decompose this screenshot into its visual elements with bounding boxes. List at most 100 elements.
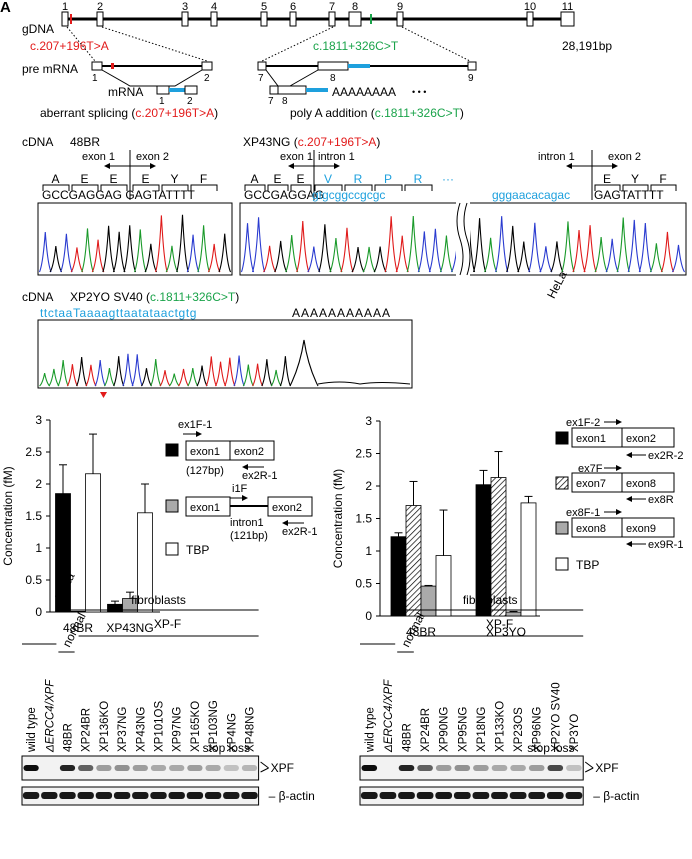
aa-aa-left-2: E: [109, 172, 117, 186]
exon-box-3: [181, 11, 189, 27]
actin-band: [204, 792, 222, 799]
chart1-bp1: (127bp): [186, 465, 224, 477]
chrom-peak: [214, 361, 227, 387]
chrom-peak: [251, 217, 266, 273]
actin-band: [435, 792, 453, 799]
cdna1-left-exon2: exon 2: [136, 151, 169, 163]
gdna-length: 28,191bp: [562, 39, 612, 53]
aa-aa-right-2: P: [384, 172, 392, 186]
chrom-peak: [484, 237, 498, 273]
polya-caption: poly A addition (c.1811+326C>T): [290, 106, 464, 120]
chrom-peak: [594, 236, 608, 273]
chart1-legend-swatch-tbp: [165, 542, 179, 556]
chrom-peak: [252, 363, 264, 387]
cdna1-seq-right-black: GCCGAGGAG: [244, 188, 324, 202]
chrom-peak: [122, 353, 134, 387]
chrom-peak: [318, 224, 332, 273]
actin-band: [77, 792, 94, 799]
blot-actin-label: – β-actin: [593, 789, 639, 803]
chart1-legend-swatch-2: [165, 499, 179, 513]
exon-box-2: [96, 11, 104, 27]
bar: [520, 502, 537, 617]
xpf-band: [435, 765, 452, 771]
y-tick-label: 0.5: [355, 577, 372, 591]
bar: [435, 555, 452, 617]
blot-xpf-label: XPF: [595, 761, 618, 775]
lane-label: XP96NG: [532, 707, 544, 752]
blot-stop-loss: stop loss: [527, 741, 574, 755]
xpf-band: [23, 765, 39, 771]
cdna2-seq-blue: ttctaaTaaaagttaatataactgtg: [40, 306, 197, 320]
chrom-peak: [384, 216, 398, 273]
chart2-r3: ex9R-1: [648, 539, 683, 551]
actin-band: [472, 792, 490, 799]
cdna1-seq-right-blue2: gggaacacagac: [492, 188, 570, 202]
actin-band: [132, 792, 149, 799]
cdna1-seq-right-end: GAGTATTTT: [594, 188, 664, 202]
pre-left-num-2: 2: [204, 73, 210, 84]
blot-xpf-label: XPF: [271, 761, 294, 775]
aa-aa-left-1: Y: [170, 172, 178, 186]
exon-num-3: 3: [182, 1, 188, 13]
chrom-peak: [285, 235, 299, 273]
chart2-legend: ex1F-2 exon1 exon2 ex2R-2 ex7F exon7 exo…: [555, 417, 683, 572]
y-tick-label: 1.5: [355, 512, 372, 526]
exon-num-9: 9: [397, 1, 403, 13]
chart1-box2a: exon1: [190, 502, 220, 514]
lane-label: XP48NG: [245, 707, 257, 752]
cdna1-right-intron1a: intron 1: [318, 151, 355, 163]
chrom-peak: [176, 214, 189, 273]
aa-aa-right-1: E: [273, 172, 281, 186]
chromatogram-xp2yo: [39, 339, 411, 387]
exon-box-1: [61, 11, 69, 27]
xpf-band: [132, 765, 148, 771]
aa-aa-right-2: F: [659, 172, 666, 186]
mrna-left-num-2: 2: [187, 96, 193, 107]
chromatogram-48br: [38, 214, 232, 273]
lane-label: XP103NG: [208, 700, 220, 752]
chrom-tail: [317, 381, 411, 385]
chrom-peak: [133, 229, 147, 273]
actin-band: [416, 792, 434, 799]
xpf-band: [223, 765, 239, 771]
chrom-peak: [340, 227, 354, 273]
chrom-peak: [66, 364, 78, 387]
lane-label: XP24BR: [81, 708, 93, 752]
actin-band: [113, 792, 131, 799]
chrom-peak: [671, 244, 686, 273]
lane-label: XP165KO: [190, 701, 202, 752]
chart1-rev1: ex2R-1: [242, 470, 277, 482]
xpf-band: [150, 765, 167, 771]
pre-right-num-7: 7: [258, 73, 264, 84]
y-tick-label: 0: [35, 605, 42, 619]
exon-box-8: [348, 11, 362, 27]
actin-band: [186, 792, 204, 799]
aa-aa-right-0: A: [250, 172, 258, 186]
exon-num-8: 8: [352, 1, 358, 13]
y-axis-label: Concentration (fM): [1, 466, 15, 565]
cdna1-seq-right-blue1: gtgcggccgcgc: [312, 188, 385, 202]
y-tick-label: 2.5: [25, 445, 42, 459]
chrom-peak: [572, 229, 586, 273]
chrom-peak: [517, 241, 531, 273]
actin-band: [565, 792, 583, 799]
chrom-peak: [616, 217, 630, 273]
aa-aa-left-2: F: [200, 172, 207, 186]
actin-band: [22, 792, 40, 799]
lane-label: XP97NG: [172, 707, 184, 752]
xpf-band: [454, 765, 471, 771]
chrom-peak: [649, 243, 663, 273]
cdna1-left-exon1: exon 1: [82, 151, 115, 163]
chart2-p3: ex8F-1: [566, 507, 600, 519]
y-tick-label: 1: [365, 544, 372, 558]
red-triangle-marker: [100, 392, 107, 398]
lane-label: 48BR: [63, 723, 75, 752]
chromatogram-xp43ng: [240, 214, 686, 273]
actin-band: [509, 792, 527, 799]
aberrant-caption: aberrant splicing (c.207+196T>A): [40, 106, 218, 120]
chrom-peak: [638, 223, 652, 273]
lane-label: XP136KO: [99, 701, 111, 752]
chrom-peak: [270, 369, 282, 387]
chrom-peak: [49, 245, 63, 273]
aa-aa-right-3: R: [414, 172, 423, 186]
